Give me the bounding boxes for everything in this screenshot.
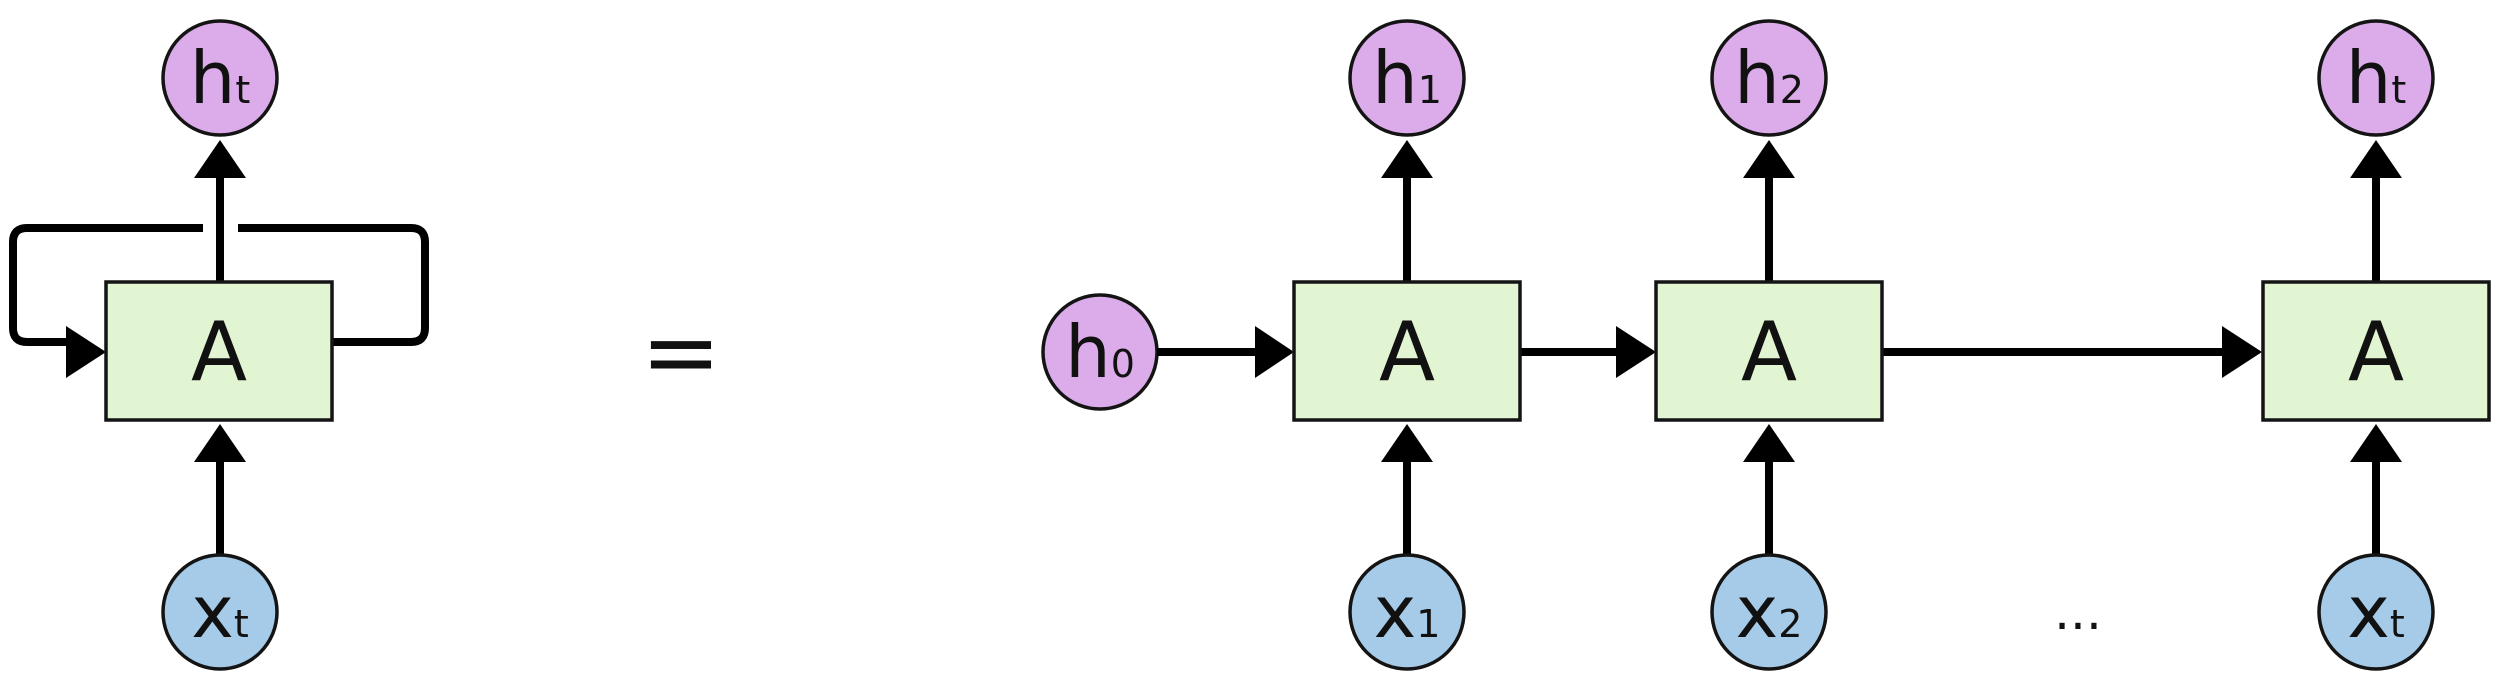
step-input-node: x2 xyxy=(1710,553,1828,671)
folded-input-main: x xyxy=(191,570,234,654)
ellipsis: ... xyxy=(2054,583,2102,641)
step-cell-box xyxy=(2261,280,2491,422)
unrolled-step: A h1 x1 xyxy=(1292,19,1522,671)
step-input-main: x xyxy=(1374,570,1417,654)
step-cell: A xyxy=(1292,280,1522,422)
step-output-arrowhead xyxy=(1743,140,1795,178)
initial-state-sub: 0 xyxy=(1111,342,1135,386)
initial-state-node: h0 xyxy=(1041,293,1159,411)
folded-rnn: A ht xt xyxy=(9,19,429,671)
folded-output-circle xyxy=(161,19,279,137)
step-cell: A xyxy=(2261,280,2491,422)
step-output-circle xyxy=(1710,19,1828,137)
equals-sign: = xyxy=(641,296,721,408)
step-input-arrowhead xyxy=(1381,424,1433,462)
step-input-arrowhead xyxy=(2350,424,2402,462)
step-output-arrowhead xyxy=(1381,140,1433,178)
step-output-sub: t xyxy=(2391,68,2406,112)
recurrent-loop-arrow xyxy=(9,224,429,346)
folded-input-node: xt xyxy=(161,553,279,671)
folded-cell: A xyxy=(104,280,334,422)
step-input-label: xt xyxy=(2347,570,2405,654)
step-input-circle xyxy=(1710,553,1828,671)
unrolled-step: A h2 x2 xyxy=(1654,19,1884,671)
step-cell-label: A xyxy=(1741,306,1797,401)
step2-to-stept-arrowhead xyxy=(2222,326,2262,378)
folded-input-circle xyxy=(161,553,279,671)
folded-output-sub: t xyxy=(235,68,250,112)
folded-output-label: ht xyxy=(190,36,251,120)
step-output-circle xyxy=(2317,19,2435,137)
step-output-label: ht xyxy=(2346,36,2407,120)
step-output-label: h2 xyxy=(1734,36,1804,120)
step-input-node: xt xyxy=(2317,553,2435,671)
folded-output-node: ht xyxy=(161,19,279,137)
step-output-label: h1 xyxy=(1372,36,1442,120)
step-input-main: x xyxy=(1736,570,1779,654)
step-output-circle xyxy=(1348,19,1466,137)
folded-output-arrowhead xyxy=(194,140,246,178)
step-cell-label: A xyxy=(2348,306,2404,401)
folded-cell-label: A xyxy=(191,306,247,401)
step-output-main: h xyxy=(1372,36,1418,120)
step-input-circle xyxy=(1348,553,1466,671)
step-input-arrowhead xyxy=(1743,424,1795,462)
folded-cell-box xyxy=(104,280,334,422)
initial-state-label: h0 xyxy=(1065,310,1135,394)
initial-state-main: h xyxy=(1065,310,1111,394)
folded-input-arrowhead xyxy=(194,424,246,462)
step-output-arrowhead xyxy=(2350,140,2402,178)
step1-to-step2-arrowhead xyxy=(1616,326,1656,378)
step-cell-box xyxy=(1292,280,1522,422)
step-output-sub: 1 xyxy=(1418,68,1442,112)
unrolled-step: A ht xt xyxy=(2261,19,2491,671)
step-output-node: ht xyxy=(2317,19,2435,137)
folded-input-label: xt xyxy=(191,570,249,654)
step-input-node: x1 xyxy=(1348,553,1466,671)
step-input-label: x2 xyxy=(1736,570,1803,654)
step-output-main: h xyxy=(1734,36,1780,120)
step-input-sub: t xyxy=(2390,602,2405,646)
unrolled-rnn: h0 A h1 xyxy=(1041,19,2491,671)
step-output-main: h xyxy=(2346,36,2392,120)
step-output-node: h1 xyxy=(1348,19,1466,137)
recurrent-loop-arrowhead xyxy=(66,326,106,378)
step-input-sub: 2 xyxy=(1778,602,1802,646)
folded-output-main: h xyxy=(190,36,236,120)
step-cell: A xyxy=(1654,280,1884,422)
step-input-circle xyxy=(2317,553,2435,671)
step-cell-box xyxy=(1654,280,1884,422)
step-input-sub: 1 xyxy=(1416,602,1440,646)
step-input-main: x xyxy=(2347,570,2390,654)
folded-input-sub: t xyxy=(234,602,249,646)
step-output-node: h2 xyxy=(1710,19,1828,137)
step-input-label: x1 xyxy=(1374,570,1441,654)
h0-to-step1-arrowhead xyxy=(1255,326,1294,378)
step-output-sub: 2 xyxy=(1780,68,1804,112)
step-cell-label: A xyxy=(1379,306,1435,401)
